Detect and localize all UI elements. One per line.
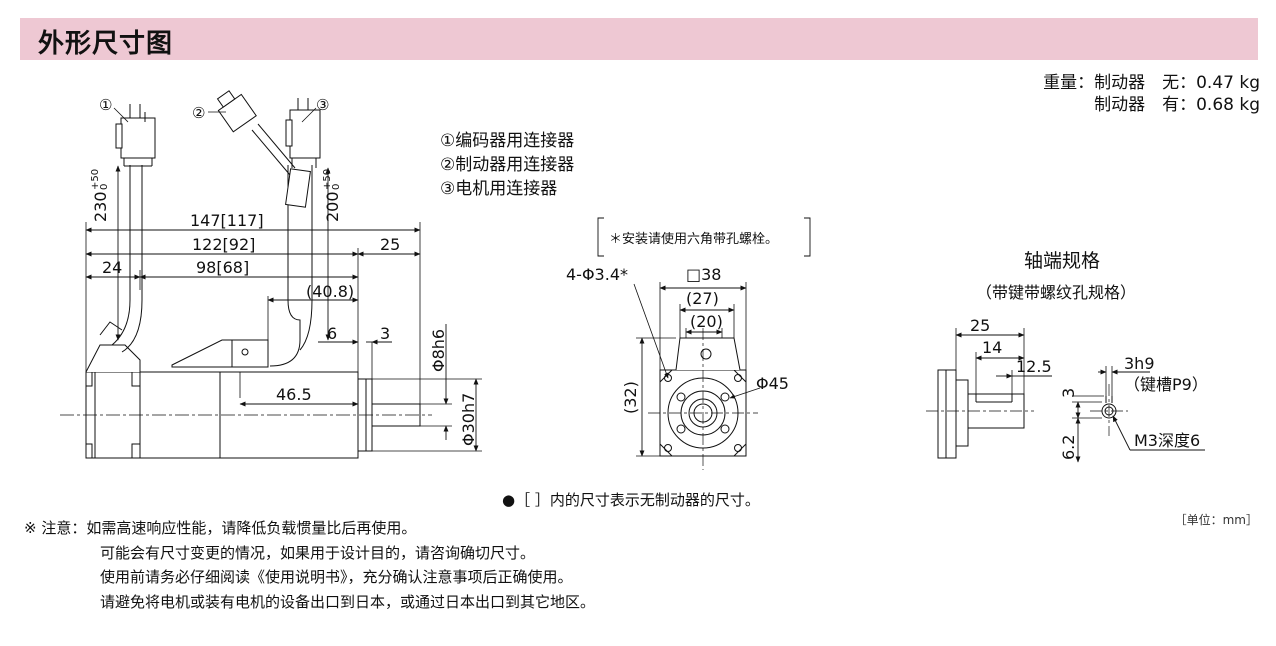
dim-cable-encoder-tol-upper: +50 xyxy=(90,169,101,190)
dim-phi8h6: Φ8h6 xyxy=(429,329,448,372)
shaft-spec-subtitle: （带键带螺纹孔规格） xyxy=(976,283,1136,302)
bolt-note: ＊安装请使用六角带孔螺栓。 xyxy=(609,231,778,247)
dim-cable-motor-tol-lower: 0 xyxy=(331,184,342,190)
note-2: 可能会有尺寸变更的情况，如果用于设计目的，请咨询确切尺寸。 xyxy=(100,543,536,562)
brake-footnote: ●［ ］内的尺寸表示无制动器的尺寸。 xyxy=(502,491,760,509)
note-4: 请避免将电机或装有电机的设备出口到日本，或通过日本出口到其它地区。 xyxy=(100,592,596,611)
dim-3: 3 xyxy=(380,324,390,343)
keyway-label: （键槽P9） xyxy=(1124,375,1208,394)
dim-shaft-14: 14 xyxy=(982,338,1002,357)
notes-first-line: ※ 注意：如需高速响应性能，请降低负载惯量比后再使用。 xyxy=(24,516,595,541)
shaft-spec-drawing xyxy=(937,369,1117,459)
dim-phi45: Φ45 xyxy=(756,374,789,393)
dim-square-38: □38 xyxy=(686,265,721,284)
marker-3: ③ xyxy=(316,96,329,114)
dim-shaft-6-2: 6.2 xyxy=(1059,435,1078,460)
dim-cable-motor-tol-upper: +50 xyxy=(322,169,333,190)
dim-20: (20) xyxy=(690,312,723,331)
unit-label: ［单位：mm］ xyxy=(1174,513,1258,527)
dim-phi30h7: Φ30h7 xyxy=(459,393,478,446)
legend-motor-connector: ③电机用连接器 xyxy=(440,179,557,199)
dim-shaft-12-5: 12.5 xyxy=(1016,357,1052,376)
encoder-cable xyxy=(99,104,156,353)
dim-shaft-3: 3 xyxy=(1059,388,1078,398)
dim-cable-motor: 200 xyxy=(323,191,342,222)
dim-46-5: 46.5 xyxy=(276,385,312,404)
legend-brake-connector: ②制动器用连接器 xyxy=(440,155,574,175)
dim-total-length: 147[117] xyxy=(190,211,264,230)
title-bar: 外形尺寸图 xyxy=(20,18,1258,60)
dim-cable-encoder-tol-lower: 0 xyxy=(99,184,110,190)
dim-24: 24 xyxy=(102,258,122,277)
dim-shaft-25: 25 xyxy=(970,316,990,335)
dim-6: 6 xyxy=(327,324,337,343)
legend-encoder-connector: ①编码器用连接器 xyxy=(440,131,574,151)
dim-98: 98[68] xyxy=(196,258,249,277)
dim-cable-encoder: 230 xyxy=(91,191,110,222)
dim-27: (27) xyxy=(686,289,719,308)
note-1: 如需高速响应性能，请降低负载惯量比后再使用。 xyxy=(86,519,417,537)
page-title: 外形尺寸图 xyxy=(38,29,174,59)
side-view-motor-body xyxy=(60,339,432,459)
dim-40-8: (40.8) xyxy=(306,282,354,301)
notes-block: ※ 注意：如需高速响应性能，请降低负载惯量比后再使用。 可能会有尺寸变更的情况，… xyxy=(24,516,595,614)
dim-body-length: 122[92] xyxy=(192,235,255,254)
dim-mounting-holes: 4-Φ3.4* xyxy=(566,265,628,284)
shaft-spec-title: 轴端规格 xyxy=(1024,250,1100,272)
motor-cable xyxy=(216,90,321,367)
thread-label: M3深度6 xyxy=(1134,431,1200,450)
marker-2: ② xyxy=(192,104,205,122)
marker-1: ① xyxy=(99,96,112,114)
dim-32: (32) xyxy=(621,381,640,414)
dim-shaft-length: 25 xyxy=(380,235,400,254)
note-3: 使用前请务必仔细阅读《使用说明书》，充分确认注意事项后正确使用。 xyxy=(100,568,573,586)
dim-keyway-3h9: 3h9 xyxy=(1124,354,1155,373)
weight-line-2: 制动器 有：0.68 kg xyxy=(1094,95,1260,115)
weight-line-1: 重量：制动器 无：0.47 kg xyxy=(1043,73,1260,93)
notes-label: ※ 注意： xyxy=(24,519,87,537)
